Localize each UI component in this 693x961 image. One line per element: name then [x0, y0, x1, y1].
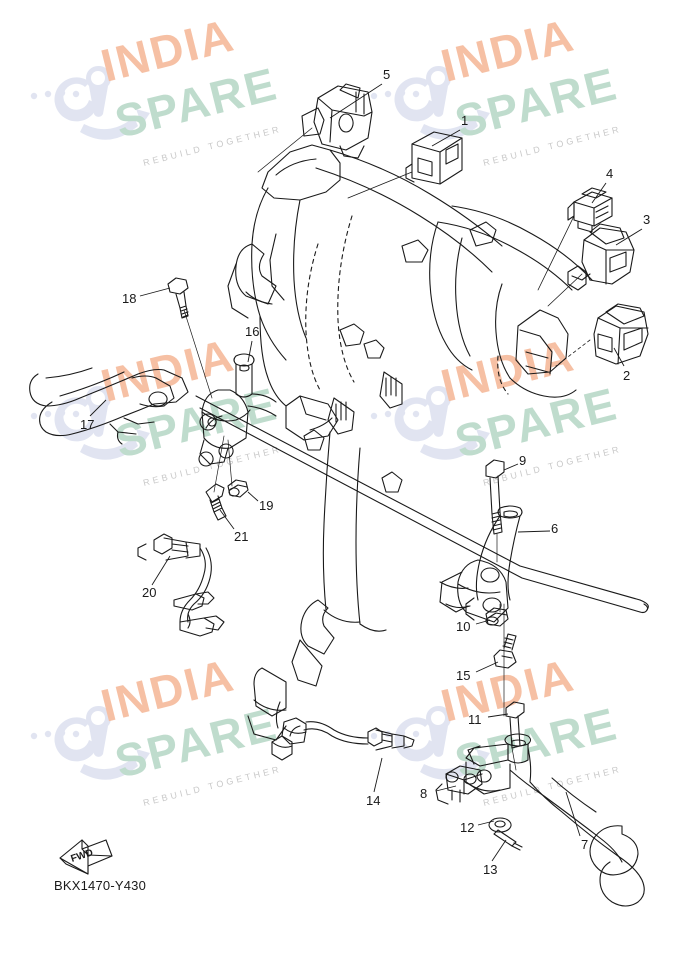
callout-4: 4	[606, 166, 614, 181]
callout-21: 21	[234, 529, 249, 544]
part-3-handle-switch	[547, 223, 635, 307]
callout-13: 13	[483, 862, 498, 877]
part-13-cotter-pin	[493, 829, 523, 851]
callout-3: 3	[643, 212, 651, 227]
callout-10: 10	[456, 619, 471, 634]
part-10-nut	[485, 607, 509, 627]
callout-14: 14	[366, 793, 381, 808]
callout-15: 15	[456, 668, 471, 683]
callout-17: 17	[80, 417, 95, 432]
callout-6: 6	[551, 521, 559, 536]
callout-7: 7	[581, 837, 589, 852]
callout-9: 9	[519, 453, 527, 468]
fwd-arrow-icon	[59, 839, 113, 875]
callout-11: 11	[468, 712, 482, 727]
callout-2: 2	[623, 368, 631, 383]
callout-8: 8	[420, 786, 428, 801]
callout-20: 20	[142, 585, 157, 600]
callout-12: 12	[460, 820, 475, 835]
part-20-brake-switch	[137, 533, 225, 637]
callout-1: 1	[461, 113, 469, 128]
callout-16: 16	[245, 324, 260, 339]
diagram-part-number: BKX1470-Y430	[54, 878, 147, 893]
part-5-switch-assembly	[257, 83, 373, 173]
callout-19: 19	[259, 498, 274, 513]
callout-5: 5	[383, 67, 391, 82]
part-4-switch-small	[537, 187, 613, 291]
part-6-lever-holder	[439, 505, 523, 717]
callout-18: 18	[122, 291, 137, 306]
